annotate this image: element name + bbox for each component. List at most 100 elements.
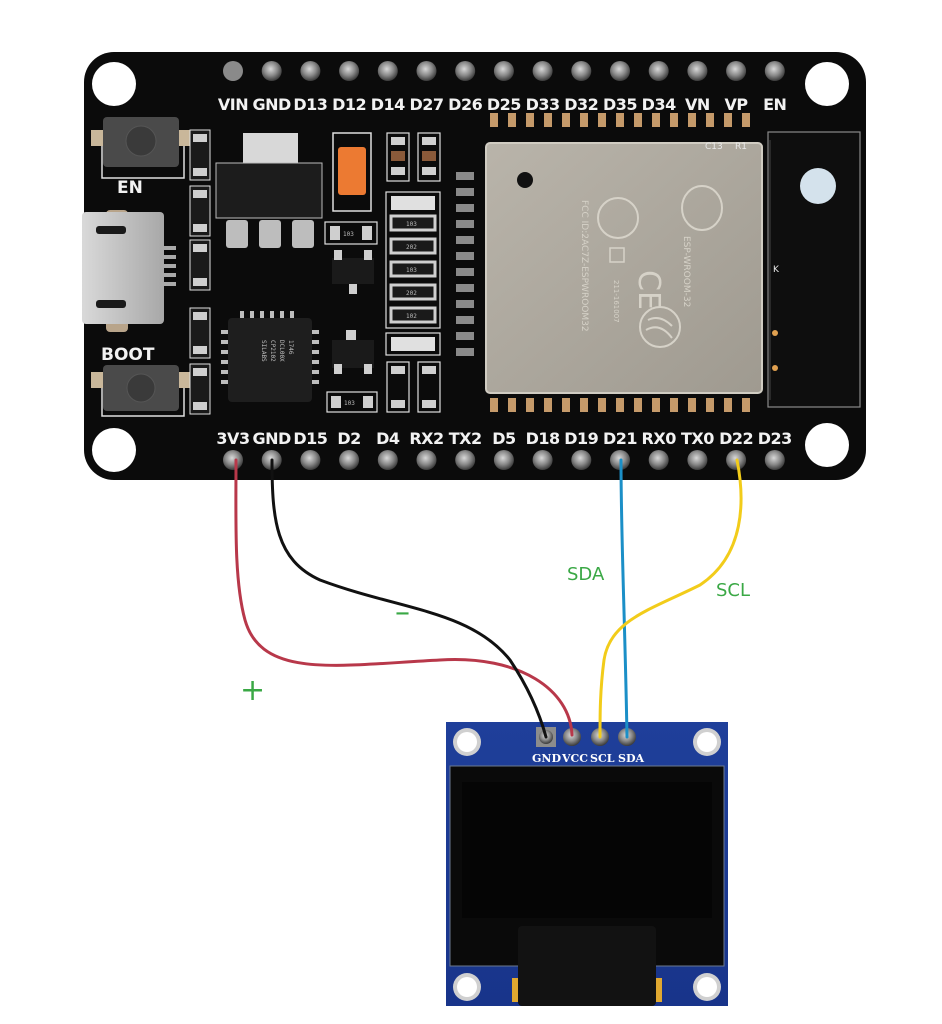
smd-code: 103 (406, 267, 417, 274)
minus-annotation: – (395, 595, 410, 630)
bottom-pin-d4[interactable] (377, 450, 398, 470)
top-pin-en[interactable] (764, 61, 785, 81)
bottom-pin-label: D4 (376, 429, 400, 448)
annotations: + – SDA SCL (240, 564, 750, 708)
esp-wroom-32-module: CE ESP-WROOM-32 FCC ID:2AC7Z-ESPWROOM32 … (485, 142, 763, 394)
chip-text: DCL00X (278, 340, 285, 362)
bottom-pin-d18[interactable] (532, 450, 553, 470)
top-pin-label: VN (685, 95, 710, 114)
top-pin-d13[interactable] (300, 61, 321, 81)
top-pin-label: D35 (603, 95, 637, 114)
top-pin-label: D27 (409, 95, 443, 114)
top-pin-d26[interactable] (455, 61, 476, 81)
bottom-pin-label: D22 (719, 429, 753, 448)
top-pin-d12[interactable] (339, 61, 360, 81)
tantalum-capacitor (332, 132, 372, 212)
bottom-pin-rx2[interactable] (416, 450, 437, 470)
espressif-logo-icon (639, 306, 681, 348)
micro-usb-port[interactable] (82, 210, 176, 332)
voltage-regulator (215, 133, 323, 248)
bottom-pin-label: RX0 (642, 429, 677, 448)
top-pin-label: VIN (218, 95, 248, 114)
bottom-pin-d2[interactable] (339, 450, 360, 470)
module-cert: 211-161007 (612, 280, 620, 323)
top-pin-d32[interactable] (571, 61, 592, 81)
wire-3v3-to-vcc[interactable] (234, 458, 574, 737)
r-mark-icon (609, 247, 625, 263)
bottom-pin-tx0[interactable] (687, 450, 708, 470)
top-pin-d33[interactable] (532, 61, 553, 81)
bottom-pin-rx0[interactable] (648, 450, 669, 470)
top-pin-d27[interactable] (416, 61, 437, 81)
chip-text: CP2102 (269, 340, 276, 362)
top-pin-label: D26 (448, 95, 482, 114)
module-bottom-pads (490, 398, 750, 412)
oled-hole-top-left (457, 732, 477, 752)
smd-code: 202 (406, 244, 417, 251)
wire-d22-to-scl[interactable] (598, 458, 743, 739)
bottom-pin-label: GND (253, 429, 292, 448)
top-pin-label: D14 (371, 95, 405, 114)
bottom-pin-label: TX0 (681, 429, 714, 448)
oled-pin-label-vcc: VCC (561, 752, 588, 765)
mounting-hole-top-right (805, 62, 849, 106)
top-pin-label: EN (763, 95, 786, 114)
chip-text: SILABS (260, 340, 267, 362)
top-pin-label: D13 (293, 95, 327, 114)
top-pin-header (223, 61, 785, 81)
en-button-label: EN (117, 178, 143, 198)
wire-gnd-to-gnd[interactable] (270, 458, 548, 739)
top-pin-label: D32 (564, 95, 598, 114)
top-pin-label: D12 (332, 95, 366, 114)
top-pin-gnd[interactable] (261, 61, 282, 81)
oled-ribbon-cable (518, 926, 656, 1006)
plus-annotation: + (240, 673, 265, 708)
top-pin-vn[interactable] (687, 61, 708, 81)
bottom-pin-d19[interactable] (571, 450, 592, 470)
oled-module: GND VCC SCL SDA (446, 722, 728, 1006)
module-top-pads (490, 113, 750, 127)
bottom-pin-tx2[interactable] (455, 450, 476, 470)
top-pin-vp[interactable] (726, 61, 747, 81)
mounting-hole-top-left (92, 62, 136, 106)
bottom-pin-label: TX2 (449, 429, 482, 448)
smd-code: 103 (406, 221, 417, 228)
top-pin-d35[interactable] (610, 61, 630, 81)
bottom-pin-d23[interactable] (764, 450, 785, 470)
silk-c13: C13 (705, 142, 723, 152)
top-pin-label: D34 (642, 95, 676, 114)
silk-r1: R1 (735, 142, 747, 152)
wire-d21-to-sda[interactable] (619, 458, 629, 739)
oled-pin-label-sda: SDA (618, 752, 644, 765)
sda-annotation: SDA (567, 564, 605, 585)
fcc-logo-icon (597, 197, 639, 239)
bottom-pin-3v3[interactable] (223, 450, 243, 470)
smd-code: 103 (343, 231, 354, 238)
module-fcc-id: FCC ID:2AC7Z-ESPWROOM32 (579, 200, 589, 332)
top-pin-d34[interactable] (648, 61, 669, 81)
boot-button[interactable] (91, 365, 191, 417)
bottom-pin-label: D15 (293, 429, 327, 448)
bottom-pin-d15[interactable] (300, 450, 321, 470)
mounting-hole-bottom-right (805, 423, 849, 467)
bottom-pin-d5[interactable] (493, 450, 514, 470)
top-pin-d25[interactable] (493, 61, 514, 81)
top-pin-label: D33 (526, 95, 560, 114)
oled-pin-label-scl: SCL (590, 752, 615, 765)
mounting-hole-bottom-left (92, 428, 136, 472)
ce-mark-icon: CE (631, 270, 666, 310)
silk-k: K (773, 265, 780, 275)
antenna-area: K C13 R1 (705, 131, 861, 408)
oled-active-area (462, 782, 712, 918)
top-pin-vin[interactable] (223, 61, 243, 81)
module-side-pads (456, 172, 474, 356)
top-pin-d14[interactable] (377, 61, 398, 81)
resistor-row: 103 202 103 202 102 (389, 196, 437, 324)
module-name: ESP-WROOM-32 (681, 236, 691, 307)
scl-annotation: SCL (716, 580, 750, 601)
wires (234, 458, 743, 739)
boot-button-label: BOOT (101, 345, 155, 365)
en-button[interactable] (91, 117, 191, 179)
smd-code: 202 (406, 290, 417, 297)
